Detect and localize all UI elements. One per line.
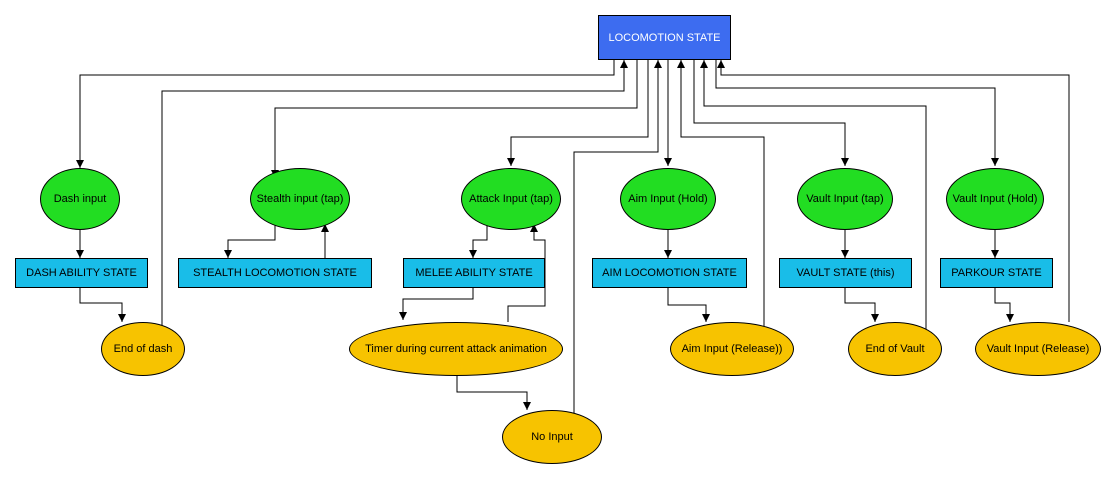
- edge-attack-input-to-state: [469, 224, 488, 258]
- edge-timer-to-no-input: [456, 376, 531, 410]
- edge-end-of-dash-to-root: [161, 60, 628, 347]
- stealth-input-node: Stealth input (tap): [250, 168, 350, 230]
- edge-parkour-state-to-release: [994, 288, 1014, 322]
- dash-ability-state-node: DASH ABILITY STATE: [15, 258, 148, 288]
- dash-input-node: Dash input: [40, 168, 120, 230]
- edge-vault-state-to-end: [844, 288, 879, 322]
- edge-no-input-to-root: [573, 60, 662, 422]
- edge-timer-to-attack-input: [507, 224, 546, 322]
- edge-root-to-attack-input: [507, 60, 649, 166]
- edge-root-to-vault-tap-input: [693, 60, 849, 166]
- edge-stealth-input-to-state: [224, 224, 276, 258]
- edge-aim-state-to-release: [667, 288, 710, 322]
- aim-release-node: Aim Input (Release)): [670, 322, 794, 376]
- attack-input-node: Attack Input (tap): [461, 168, 561, 230]
- vault-release-node: Vault Input (Release): [975, 322, 1101, 376]
- vault-hold-input-node: Vault Input (Hold): [946, 168, 1044, 230]
- edge-dash-state-to-end: [79, 288, 126, 322]
- edge-aim-release-to-root: [677, 60, 765, 347]
- no-input-node: No Input: [502, 410, 602, 464]
- vault-tap-input-node: Vault Input (tap): [797, 168, 893, 230]
- vault-state-node: VAULT STATE (this): [779, 258, 912, 288]
- end-of-dash-node: End of dash: [101, 322, 185, 376]
- aim-locomotion-state-node: AIM LOCOMOTION STATE: [592, 258, 747, 288]
- edge-root-to-vault-hold-input: [715, 60, 999, 166]
- melee-ability-state-node: MELEE ABILITY STATE: [403, 258, 545, 288]
- parkour-state-node: PARKOUR STATE: [940, 258, 1053, 288]
- attack-timer-node: Timer during current attack animation: [349, 322, 563, 376]
- edge-melee-state-to-timer: [399, 288, 474, 320]
- edge-vault-release-to-root: [717, 60, 1070, 322]
- locomotion-state-node: LOCOMOTION STATE: [598, 15, 731, 60]
- stealth-locomotion-state-node: STEALTH LOCOMOTION STATE: [178, 258, 372, 288]
- edge-root-to-stealth-input: [271, 60, 638, 178]
- edge-root-to-dash-input: [76, 60, 615, 168]
- aim-input-node: Aim Input (Hold): [620, 168, 716, 230]
- end-of-vault-node: End of Vault: [848, 322, 942, 376]
